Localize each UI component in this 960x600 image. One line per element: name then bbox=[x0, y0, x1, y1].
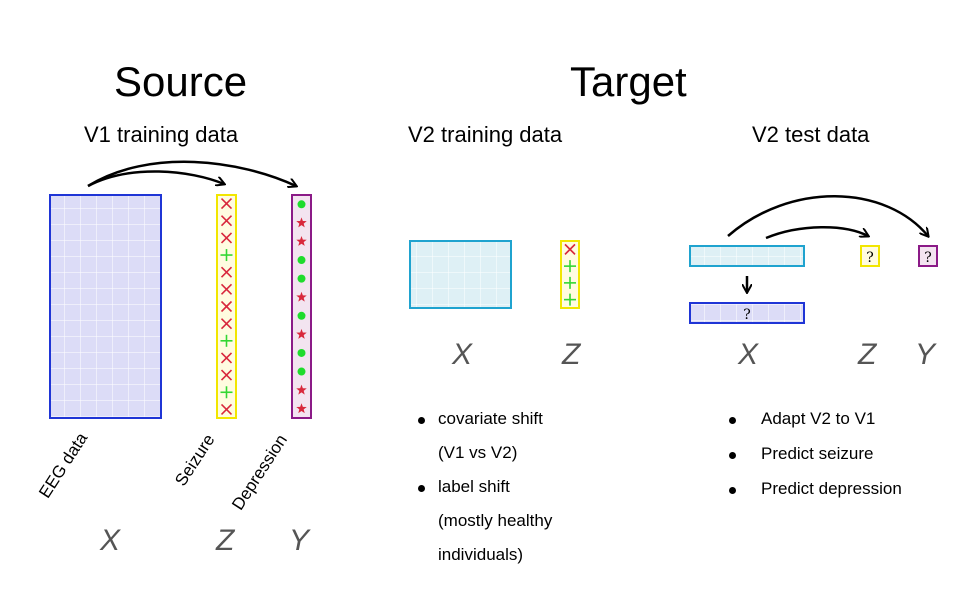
cross-marker bbox=[220, 403, 233, 415]
bullet-predict-depression: Predict depression bbox=[761, 479, 902, 498]
cross-marker bbox=[220, 300, 233, 313]
plus-marker bbox=[220, 386, 233, 399]
target-train-subtitle: V2 training data bbox=[408, 122, 563, 147]
target-test-subtitle: V2 test data bbox=[752, 122, 870, 147]
cross-marker bbox=[220, 318, 233, 330]
star-marker bbox=[296, 291, 307, 302]
target-train-z-axis: Z bbox=[562, 338, 581, 371]
plus-marker bbox=[564, 260, 576, 273]
test-arrow-to-seizure bbox=[765, 226, 868, 240]
bullet-dot bbox=[729, 417, 736, 424]
cross-marker bbox=[220, 266, 233, 278]
dot-marker bbox=[297, 256, 306, 265]
bullet-label-shift-cont2: individuals) bbox=[438, 545, 524, 564]
svg-text:?: ? bbox=[924, 250, 932, 266]
source-subtitle: V1 training data bbox=[84, 122, 239, 147]
plus-marker bbox=[220, 249, 233, 262]
source-arrow-to-depression bbox=[87, 160, 296, 186]
dot-marker bbox=[297, 367, 306, 376]
cross-marker bbox=[220, 215, 233, 227]
test-arrow-to-depression bbox=[727, 195, 928, 236]
dot-marker bbox=[297, 274, 306, 283]
source-z-axis: Z bbox=[216, 524, 235, 557]
cross-marker bbox=[220, 283, 233, 295]
bullet-predict-seizure: Predict seizure bbox=[761, 444, 874, 463]
source-depression-markers bbox=[296, 200, 307, 414]
plus-marker bbox=[220, 334, 233, 347]
target-test-y-axis: Y bbox=[915, 338, 936, 371]
bullet-dot bbox=[729, 452, 736, 459]
star-marker bbox=[296, 384, 307, 395]
target-train-x-axis: X bbox=[452, 338, 473, 371]
adapted-unknown: ? bbox=[743, 307, 751, 323]
svg-text:?: ? bbox=[866, 250, 874, 266]
bullet-dot bbox=[418, 485, 425, 492]
bullet-adapt: Adapt V2 to V1 bbox=[761, 409, 876, 428]
dot-marker bbox=[297, 348, 306, 357]
bullet-label-shift: label shift bbox=[438, 477, 510, 496]
cross-marker bbox=[220, 369, 233, 381]
bullet-covariate-shift: covariate shift bbox=[438, 409, 543, 428]
target-train-seizure-markers bbox=[564, 243, 576, 306]
star-marker bbox=[296, 403, 307, 414]
target-train-seizure-column bbox=[560, 240, 580, 309]
plus-marker bbox=[564, 293, 576, 306]
target-heading: Target bbox=[570, 58, 687, 105]
target-test-x-axis: X bbox=[738, 338, 759, 371]
cross-marker bbox=[220, 232, 233, 244]
dot-marker bbox=[297, 311, 306, 320]
cross-marker bbox=[564, 243, 576, 255]
source-heading: Source bbox=[114, 58, 248, 105]
test-depression-box bbox=[918, 245, 938, 267]
source-seizure-markers bbox=[220, 198, 233, 415]
plus-marker bbox=[564, 276, 576, 289]
source-y-axis: Y bbox=[289, 524, 310, 557]
cross-marker bbox=[220, 352, 233, 364]
star-marker bbox=[296, 217, 307, 228]
cross-marker bbox=[220, 198, 233, 210]
test-seizure-box bbox=[860, 245, 880, 267]
bullet-covariate-shift-cont: (V1 vs V2) bbox=[438, 443, 518, 462]
dot-marker bbox=[297, 200, 306, 209]
bullet-dot bbox=[418, 417, 425, 424]
source-arrow-to-seizure bbox=[87, 170, 224, 188]
bullet-dot bbox=[729, 487, 736, 494]
bullet-label-shift-cont1: (mostly healthy bbox=[438, 511, 553, 530]
target-test-z-axis: Z bbox=[858, 338, 877, 371]
star-marker bbox=[296, 328, 307, 339]
star-marker bbox=[296, 235, 307, 246]
source-x-axis: X bbox=[100, 524, 121, 557]
source-depression-column bbox=[291, 194, 312, 419]
